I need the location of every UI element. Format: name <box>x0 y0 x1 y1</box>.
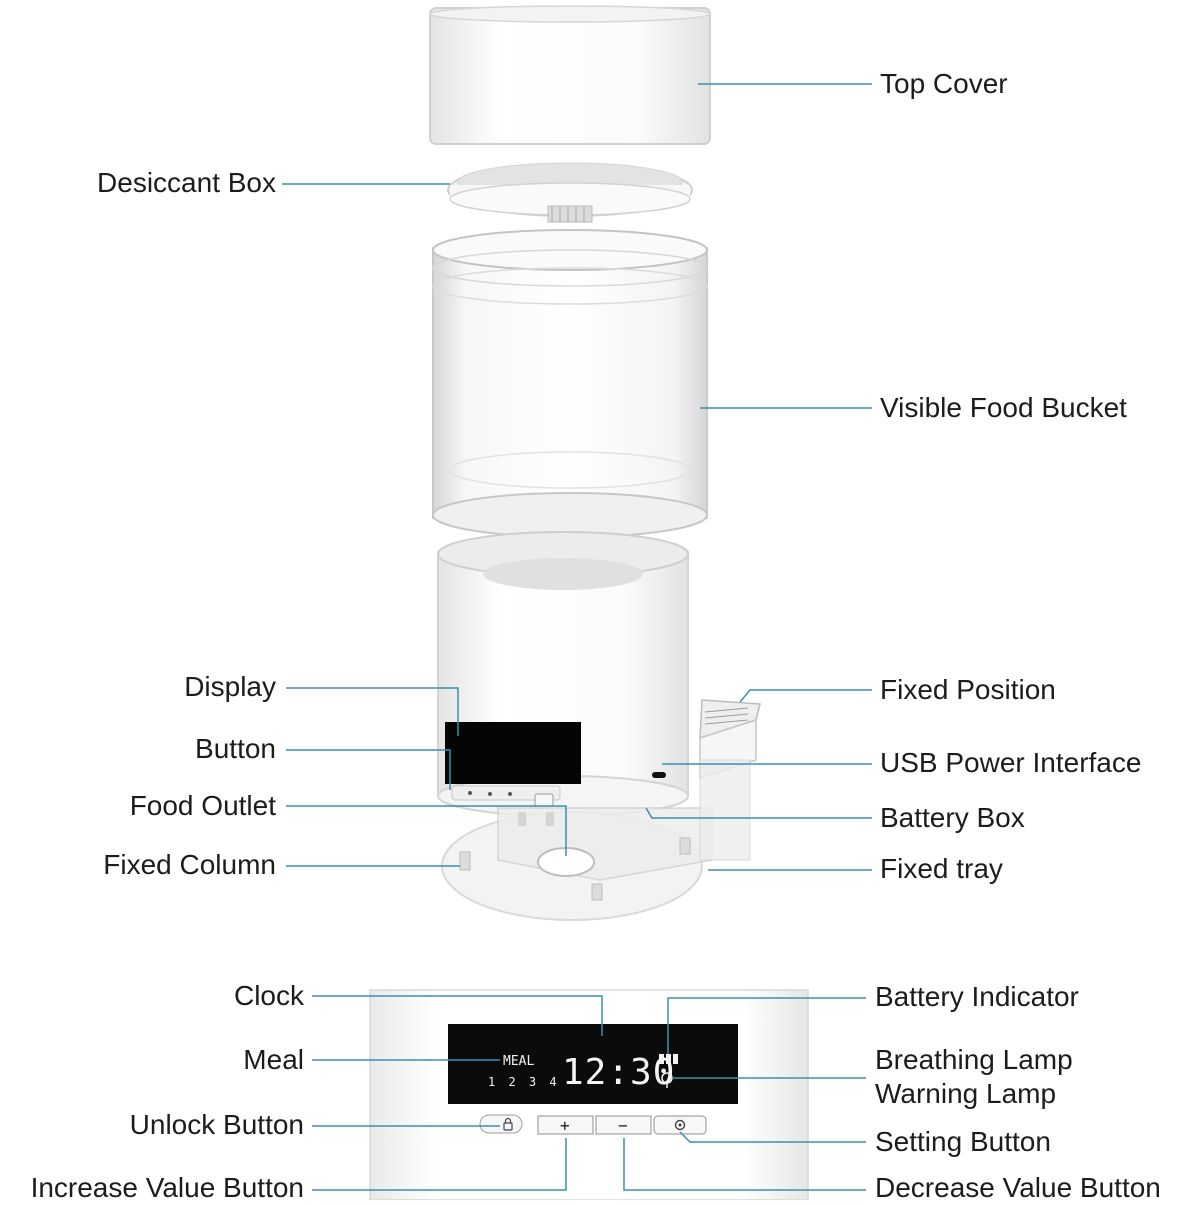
panel-clock-time: 12:30 <box>562 1052 675 1093</box>
label-fixed-position: Fixed Position <box>880 674 1056 705</box>
leader-display <box>286 687 459 736</box>
label-top-cover: Top Cover <box>880 68 1008 99</box>
desiccant-box <box>447 162 693 223</box>
leader-battery-box <box>645 807 872 819</box>
label-display: Display <box>184 671 276 702</box>
label-increase-value-button: Increase Value Button <box>30 1172 304 1203</box>
leader-setting-button <box>679 1131 866 1143</box>
leader-button <box>286 749 451 790</box>
gear-icon <box>674 1119 686 1131</box>
label-battery-box: Battery Box <box>880 802 1025 833</box>
plus-symbol: + <box>560 1116 570 1135</box>
label-decrease-value-button: Decrease Value Button <box>875 1172 1161 1203</box>
leader-increase-value-button <box>312 1138 567 1191</box>
label-battery-indicator: Battery Indicator <box>875 981 1079 1012</box>
label-unlock-button: Unlock Button <box>129 1109 304 1140</box>
label-fixed-column: Fixed Column <box>103 849 276 880</box>
leader-clock <box>312 995 603 1036</box>
leader-battery-indicator <box>667 997 866 1054</box>
visible-food-bucket <box>432 229 708 538</box>
label-fixed-tray: Fixed tray <box>880 853 1003 884</box>
fixed-tray-base <box>441 759 751 921</box>
panel-lcd <box>448 1024 738 1104</box>
leader-decrease-value-button <box>623 1138 866 1191</box>
top-cover <box>429 5 711 145</box>
label-clock: Clock <box>233 980 304 1011</box>
label-visible-food-bucket: Visible Food Bucket <box>880 392 1127 423</box>
unlock-lock-icon <box>503 1117 513 1131</box>
panel-plus-button[interactable] <box>537 1115 594 1135</box>
label-meal: Meal <box>243 1044 304 1075</box>
label-desiccant-box: Desiccant Box <box>97 167 276 198</box>
feeder-main-body <box>437 531 689 817</box>
battery-indicator-icon <box>659 1054 678 1064</box>
body-display-window <box>445 722 581 784</box>
label-food-outlet: Food Outlet <box>129 790 276 821</box>
leader-food-outlet <box>286 805 567 856</box>
panel-meal-text: MEAL <box>503 1054 534 1069</box>
label-usb-power-interface: USB Power Interface <box>880 747 1142 778</box>
control-panel: MEAL 1 2 3 4 12:30 + − <box>369 989 809 1201</box>
label-setting-button: Setting Button <box>875 1126 1051 1157</box>
label-button: Button <box>195 733 276 764</box>
panel-unlock-button[interactable] <box>479 1114 523 1134</box>
minus-symbol: − <box>618 1116 628 1135</box>
leader-fixed-position <box>739 689 872 703</box>
leader-lines <box>282 83 872 1191</box>
label-warning-lamp: Warning Lamp <box>875 1078 1057 1109</box>
label-breathing-lamp: Breathing Lamp <box>875 1044 1073 1075</box>
panel-meal-numbers: 1 2 3 4 <box>488 1075 560 1089</box>
panel-minus-button[interactable] <box>595 1115 652 1135</box>
